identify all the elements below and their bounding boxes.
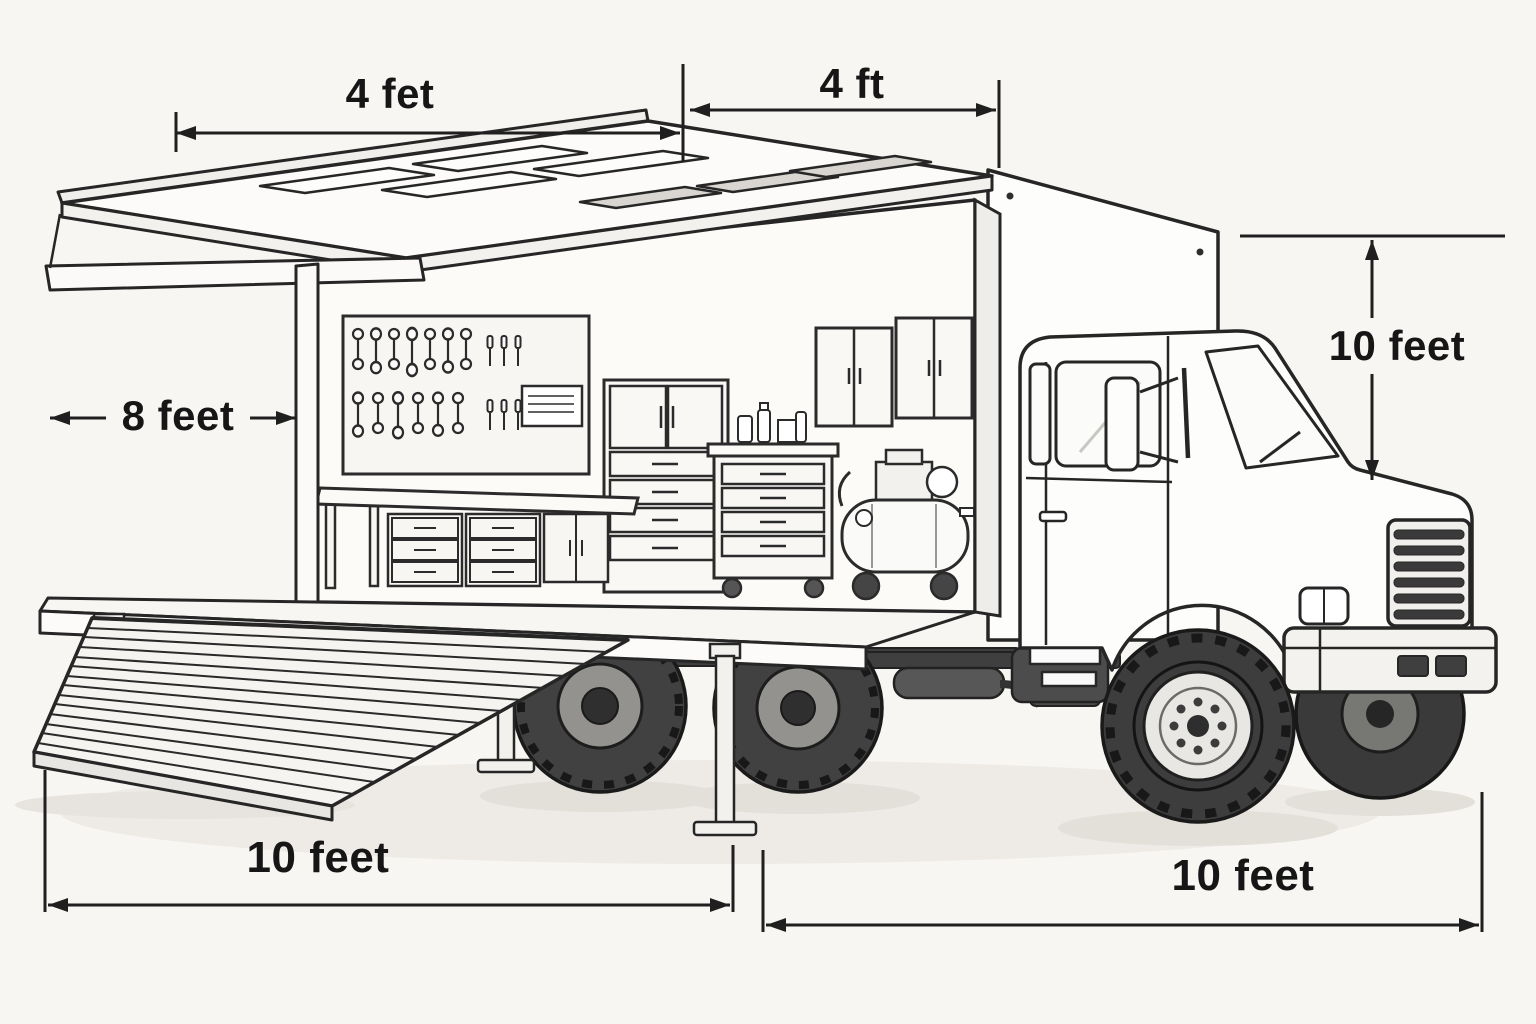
awning-span-label: 4 fet [346, 70, 435, 117]
awning-roof [56, 108, 994, 274]
headlight [1298, 586, 1350, 626]
windshield-wiper [1259, 430, 1301, 464]
awning-flap [44, 256, 426, 292]
side-mirror [1104, 376, 1179, 472]
lug-nuts [1169, 697, 1227, 755]
box-height-label: 10 feet [1329, 322, 1466, 369]
front-wheel-near [1100, 628, 1296, 824]
awning-reach-label: 8 feet [122, 392, 235, 439]
support-post [294, 262, 320, 604]
grille [1386, 518, 1472, 628]
windshield [1204, 344, 1340, 470]
wall-cabinets [814, 316, 974, 428]
truck-cab [1010, 329, 1474, 704]
opening-frame [973, 197, 1002, 618]
ceiling-lights [578, 154, 933, 210]
pegboard [341, 314, 591, 476]
workbench [314, 486, 640, 590]
skylight-panels [258, 144, 710, 199]
grab-handle [1181, 367, 1191, 459]
dimension-ramp-length: 10 feet [43, 770, 735, 912]
dimension-roof-span: 4 ft [690, 60, 1001, 168]
air-compressor [837, 448, 975, 601]
awning-edge-connector [48, 213, 62, 269]
tool-chest [706, 402, 840, 599]
dimension-awning-span: 4 fet [174, 64, 685, 162]
ramp-corrugations [37, 627, 608, 795]
ramp-length-label: 10 feet [247, 833, 390, 882]
pegboard-chart [520, 384, 584, 428]
dimension-truck-length: 10 feet [761, 792, 1484, 932]
door-handle [1038, 510, 1068, 523]
roof-span-label: 4 ft [820, 60, 885, 107]
loading-ramp [32, 616, 630, 822]
quarter-window [1028, 362, 1052, 466]
tall-cabinet [602, 378, 730, 594]
dimension-awning-reach: 8 feet [50, 392, 296, 439]
truck-length-label: 10 feet [1172, 851, 1315, 900]
bumper [1282, 626, 1498, 694]
dimension-box-height: 10 feet [1240, 234, 1505, 480]
jack-right [692, 642, 758, 837]
cab-steps [1028, 646, 1102, 688]
